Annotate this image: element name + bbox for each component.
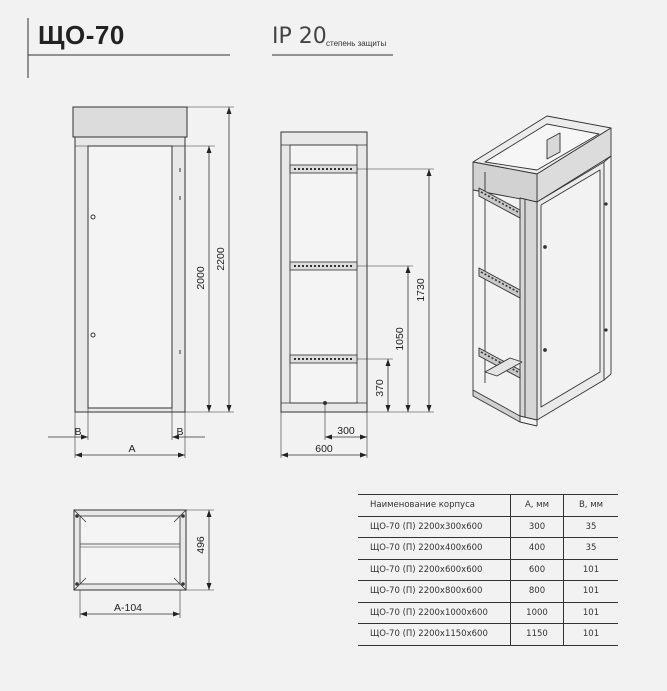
row-a: 800 (510, 580, 564, 603)
row-b: 101 (563, 559, 618, 581)
row-a: 1150 (510, 623, 564, 646)
table-row: ЩО-70 (П) 2200x300x600 300 35 (358, 516, 618, 538)
header-rules (27, 18, 393, 78)
front-dim-a: A (128, 443, 135, 455)
row-b: 35 (563, 537, 618, 560)
row-a: 1000 (510, 602, 564, 624)
row-b: 101 (563, 623, 618, 646)
side-dim-300: 300 (337, 425, 355, 437)
table-row: ЩО-70 (П) 2200x1150x600 1150 101 (358, 623, 618, 646)
side-view (280, 131, 434, 458)
row-b: 101 (563, 580, 618, 603)
header-b: В, мм (563, 494, 618, 517)
front-view (48, 106, 234, 458)
side-dim-1050: 1050 (394, 327, 406, 351)
table-row: ЩО-70 (П) 2200x600x600 600 101 (358, 559, 618, 581)
top-dim-a-104: A-104 (114, 602, 142, 614)
header-a: А, мм (510, 494, 564, 517)
product-title: ЩО-70 (38, 20, 125, 50)
table-row: ЩО-70 (П) 2200x400x600 400 35 (358, 537, 618, 560)
row-name: ЩО-70 (П) 2200x1000x600 (358, 602, 511, 624)
front-dim-b-left: B (74, 426, 81, 438)
side-dim-370: 370 (374, 379, 386, 397)
row-name: ЩО-70 (П) 2200x800x600 (358, 580, 511, 603)
row-name: ЩО-70 (П) 2200x600x600 (358, 559, 511, 581)
row-name: ЩО-70 (П) 2200x1150x600 (358, 623, 511, 646)
dimensions-table: Наименование корпуса А, мм В, мм ЩО-70 (… (358, 494, 618, 646)
row-name: ЩО-70 (П) 2200x300x600 (358, 516, 511, 538)
row-a: 300 (510, 516, 564, 538)
header-name: Наименование корпуса (358, 494, 511, 517)
top-dim-496: 496 (195, 536, 207, 554)
protection-code: IP 20 (272, 24, 327, 49)
side-dim-1730: 1730 (415, 278, 427, 302)
row-b: 35 (563, 516, 618, 538)
table-row: ЩО-70 (П) 2200x800x600 800 101 (358, 580, 618, 603)
front-dim-b-right: B (176, 426, 183, 438)
table-header-row: Наименование корпуса А, мм В, мм (358, 494, 618, 517)
front-dim-2000: 2000 (195, 266, 207, 290)
isometric-view (472, 115, 612, 427)
top-view (73, 509, 214, 618)
table-row: ЩО-70 (П) 2200x1000x600 1000 101 (358, 602, 618, 624)
row-a: 400 (510, 537, 564, 560)
side-dim-600: 600 (315, 443, 333, 455)
row-a: 600 (510, 559, 564, 581)
front-dim-2200: 2200 (215, 247, 227, 271)
row-name: ЩО-70 (П) 2200x400x600 (358, 537, 511, 560)
row-b: 101 (563, 602, 618, 624)
protection-label: степень защиты (326, 39, 387, 48)
